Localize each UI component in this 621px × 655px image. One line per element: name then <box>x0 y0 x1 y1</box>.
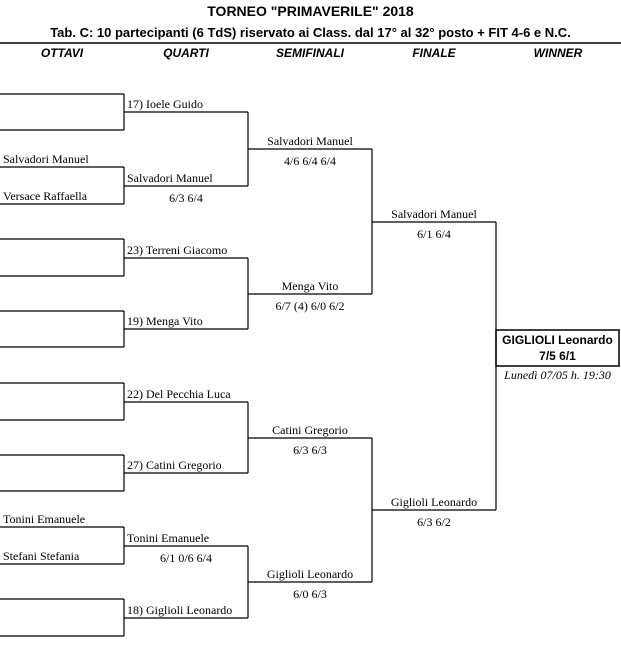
ottavi-player: Versace Raffaella <box>3 189 88 203</box>
quarti-score: 6/3 6/4 <box>169 191 203 205</box>
semifinali-score: 6/0 6/3 <box>293 587 327 601</box>
quarti-player: 22) Del Pecchia Luca <box>127 387 231 401</box>
semifinali-player: Catini Gregorio <box>272 423 348 437</box>
semifinali-player: Menga Vito <box>281 279 339 293</box>
round-header-winner: WINNER <box>533 46 583 60</box>
semifinali-score: 4/6 6/4 6/4 <box>283 154 336 168</box>
quarti-player: Tonini Emanuele <box>127 531 210 545</box>
quarti-player: 23) Terreni Giacomo <box>127 243 228 257</box>
semifinali-player: Giglioli Leonardo <box>266 567 354 581</box>
quarti-player: Salvadori Manuel <box>127 171 213 185</box>
page-subtitle: Tab. C: 10 partecipanti (6 TdS) riservat… <box>50 25 571 40</box>
final-match-date: Lunedì 07/05 h. 19:30 <box>504 368 611 382</box>
ottavi-player: Tonini Emanuele <box>3 512 86 526</box>
finale-player: Giglioli Leonardo <box>390 495 478 509</box>
finale-score: 6/1 6/4 <box>417 227 451 241</box>
round-header-finale: FINALE <box>412 46 456 60</box>
quarti-player: 18) Giglioli Leonardo <box>127 603 233 617</box>
quarti-player: 27) Catini Gregorio <box>127 458 222 472</box>
quarti-score: 6/1 0/6 6/4 <box>159 551 212 565</box>
round-header-semifinali: SEMIFINALI <box>276 46 344 60</box>
semifinali-score: 6/3 6/3 <box>293 443 327 457</box>
semifinali-player: Salvadori Manuel <box>267 134 353 148</box>
ottavi-player: Salvadori Manuel <box>3 152 89 166</box>
round-header-ottavi: OTTAVI <box>40 46 84 60</box>
finale-player: Salvadori Manuel <box>391 207 477 221</box>
winner-score: 7/5 6/1 <box>539 349 576 363</box>
winner-name: GIGLIOLI Leonardo <box>502 333 613 347</box>
round-header-quarti: QUARTI <box>163 46 209 60</box>
page-title: TORNEO "PRIMAVERILE" 2018 <box>207 3 414 19</box>
ottavi-player: Stefani Stefania <box>3 549 80 563</box>
semifinali-score: 6/7 (4) 6/0 6/2 <box>275 299 345 313</box>
winner-box <box>495 329 620 367</box>
quarti-player: 17) Ioele Guido <box>127 97 203 111</box>
finale-score: 6/3 6/2 <box>417 515 451 529</box>
quarti-player: 19) Menga Vito <box>127 314 203 328</box>
